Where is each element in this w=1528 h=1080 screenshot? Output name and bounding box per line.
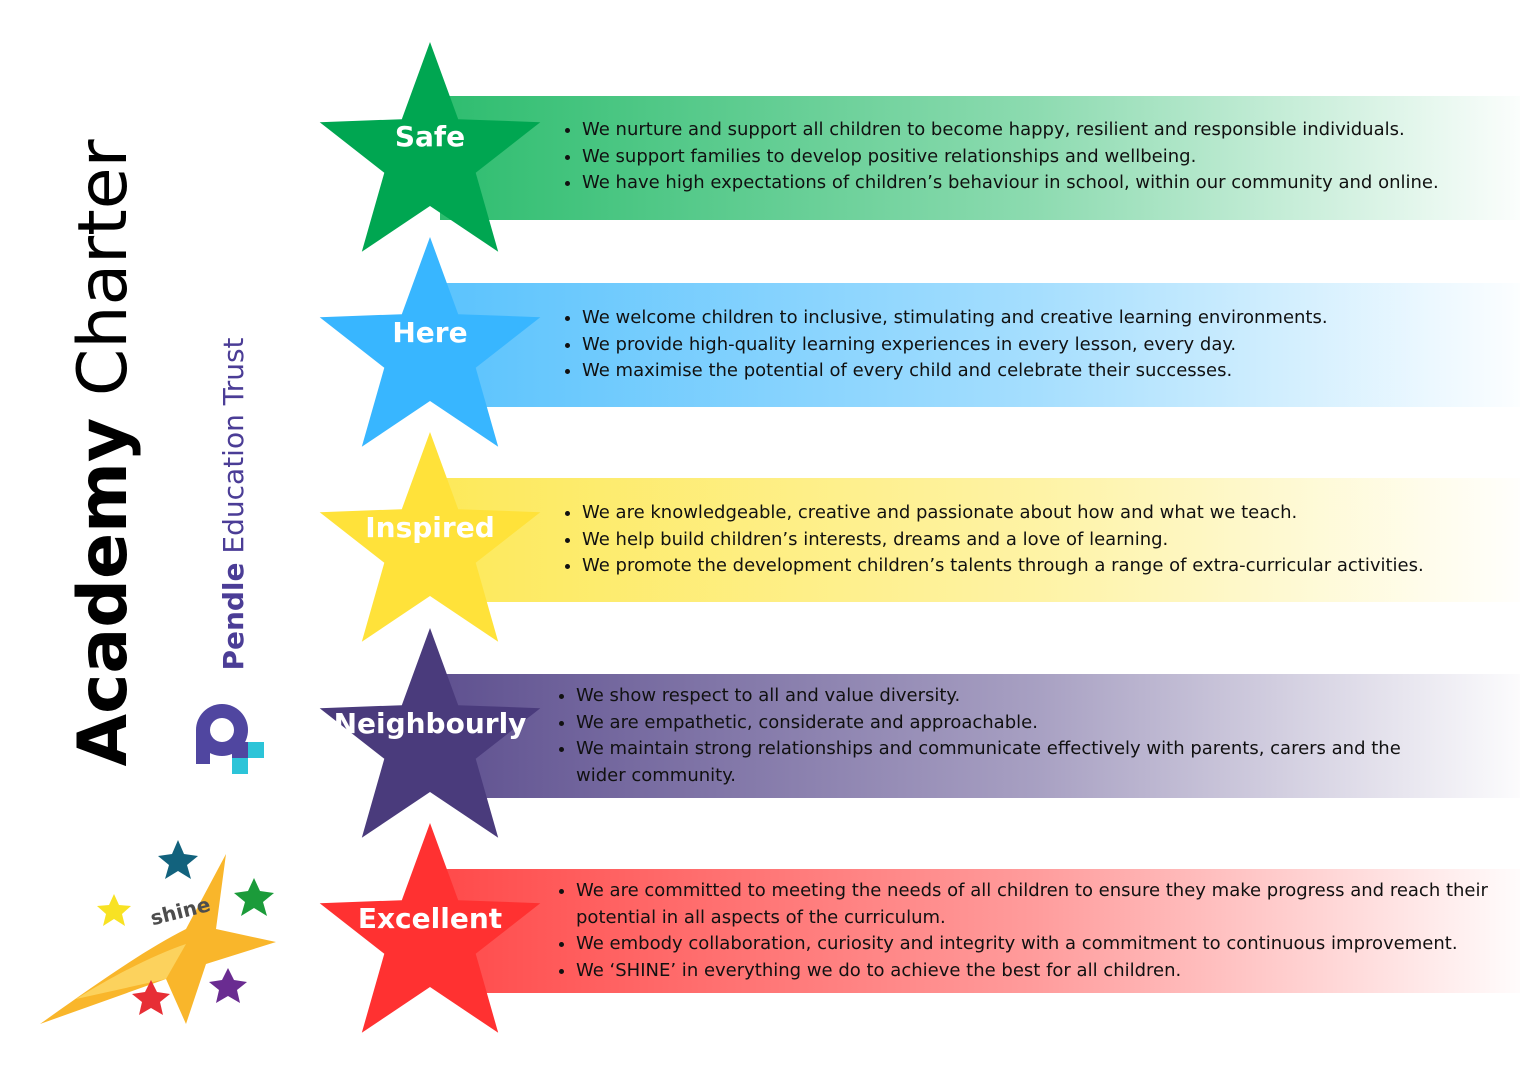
- value-bullets: We are knowledgeable, creative and passi…: [560, 500, 1424, 580]
- page-title: Academy Charter: [62, 103, 146, 803]
- bullet-item: We are committed to meeting the needs of…: [576, 878, 1516, 931]
- value-band: [440, 283, 1520, 407]
- star-icon: [319, 237, 541, 447]
- shine-logo-icon: shine: [40, 840, 276, 1024]
- bullet-item: We have high expectations of children’s …: [582, 170, 1439, 197]
- bullet-item: We maintain strong relationships and com…: [576, 736, 1426, 789]
- value-bullets: We nurture and support all children to b…: [560, 117, 1439, 197]
- value-row-safe: Safe We nurture and support all children…: [0, 0, 1528, 252]
- value-label: Neighbourly: [333, 707, 527, 740]
- value-band: [440, 478, 1520, 602]
- value-label: Safe: [394, 120, 466, 153]
- value-band: [440, 869, 1520, 993]
- value-band: [440, 674, 1520, 798]
- value-row-excellent: Excellent We are committed to meeting th…: [0, 0, 1528, 1033]
- title-bold: Academy: [64, 417, 143, 767]
- trust-name-bold: Pendle: [217, 562, 250, 671]
- bullet-item: We are empathetic, considerate and appro…: [576, 710, 1426, 737]
- trust-name: Pendle Education Trust: [214, 318, 254, 690]
- bullet-item: We support families to develop positive …: [582, 144, 1439, 171]
- bullet-item: We provide high-quality learning experie…: [582, 332, 1328, 359]
- bullet-item: We embody collaboration, curiosity and i…: [576, 931, 1516, 958]
- star-icon: [319, 432, 541, 642]
- star-icon: [319, 823, 541, 1033]
- value-bullets: We are committed to meeting the needs of…: [554, 878, 1516, 984]
- bullet-item: We show respect to all and value diversi…: [576, 683, 1426, 710]
- value-bullets: We show respect to all and value diversi…: [554, 683, 1426, 789]
- bullet-item: We promote the development children’s ta…: [582, 553, 1424, 580]
- bullet-item: We are knowledgeable, creative and passi…: [582, 500, 1424, 527]
- title-light: Charter: [64, 139, 143, 397]
- bullet-item: We ‘SHINE’ in everything we do to achiev…: [576, 958, 1516, 985]
- value-band: [440, 96, 1520, 220]
- bullet-item: We welcome children to inclusive, stimul…: [582, 305, 1328, 332]
- trust-name-light: Education Trust: [217, 337, 250, 554]
- value-row-here: Here We welcome children to inclusive, s…: [0, 0, 1528, 447]
- value-row-neighbourly: Neighbourly We show respect to all and v…: [0, 0, 1528, 838]
- bullet-item: We maximise the potential of every child…: [582, 358, 1328, 385]
- bullet-item: We nurture and support all children to b…: [582, 117, 1439, 144]
- star-icon: [319, 42, 541, 252]
- bullet-item: We help build children’s interests, drea…: [582, 527, 1424, 554]
- value-label: Here: [392, 316, 468, 349]
- star-icon: [319, 628, 541, 838]
- value-bullets: We welcome children to inclusive, stimul…: [560, 305, 1328, 385]
- value-label: Excellent: [357, 902, 503, 935]
- value-label: Inspired: [365, 511, 495, 544]
- pendle-trust-logo-icon: [196, 704, 264, 774]
- value-row-inspired: Inspired We are knowledgeable, creative …: [0, 0, 1528, 642]
